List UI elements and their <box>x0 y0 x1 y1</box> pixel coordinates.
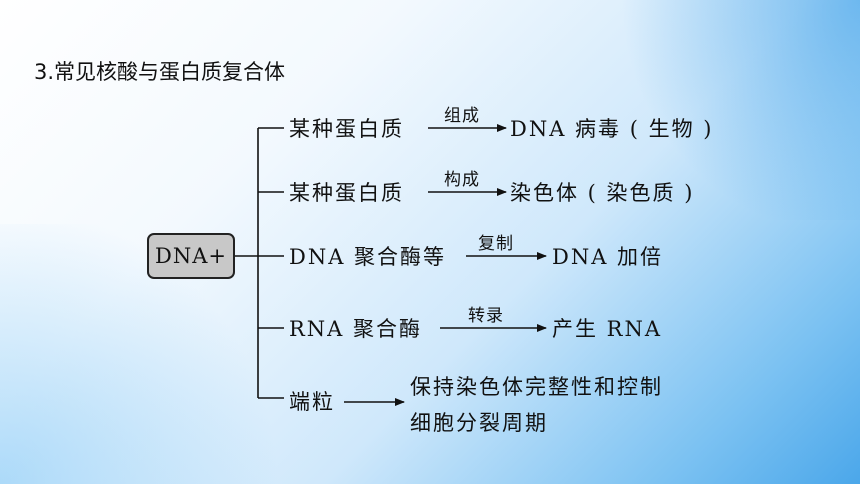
root-node-dna: DNA+ <box>147 233 235 279</box>
branch-2-source: 某种蛋白质 <box>289 181 404 205</box>
branch-4-result: 产生 RNA <box>552 317 663 341</box>
slide-title: 3.常见核酸与蛋白质复合体 <box>34 60 286 84</box>
branch-3-source: DNA 聚合酶等 <box>289 245 447 269</box>
branch-1-arrow-label: 组成 <box>444 106 480 126</box>
branch-2-arrow-label: 构成 <box>444 170 480 190</box>
branch-3-arrow-label: 复制 <box>478 234 514 254</box>
branch-5-result-line-1: 保持染色体完整性和控制 <box>410 375 663 399</box>
branch-5-result-line-2: 细胞分裂周期 <box>410 411 548 435</box>
branch-1-source: 某种蛋白质 <box>289 117 404 141</box>
branch-4-source: RNA 聚合酶 <box>289 317 423 341</box>
branch-5-source: 端粒 <box>289 390 335 414</box>
branch-1-result: DNA 病毒 ( 生物 ) <box>510 117 714 141</box>
background-glow-top-right <box>600 0 860 220</box>
branch-3-result: DNA 加倍 <box>552 245 664 269</box>
branch-2-result: 染色体 ( 染色质 ) <box>510 181 695 205</box>
branch-4-arrow-label: 转录 <box>468 306 504 326</box>
